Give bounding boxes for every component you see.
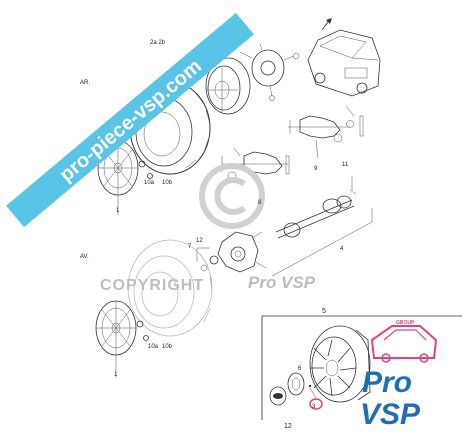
label-2a-2b: 2a 2b xyxy=(150,40,166,46)
front-hubcap xyxy=(95,300,137,378)
watermark-copyright-text: COPYRIGHT xyxy=(100,277,204,294)
label-10a-top: 10a xyxy=(144,180,155,186)
label-12-bot: 12 xyxy=(284,423,292,430)
label-10b-top: 10b xyxy=(162,180,173,186)
front-hub-knuckle xyxy=(196,231,267,273)
label-ar: AR. xyxy=(80,80,90,86)
label-1-bot: 1 xyxy=(114,372,118,378)
label-3: 3 xyxy=(312,404,316,410)
label-11: 11 xyxy=(342,162,349,168)
logo-group-text: GROUP xyxy=(396,320,415,326)
rear-wheel-nuts xyxy=(138,160,153,179)
driveshaft xyxy=(271,176,373,277)
centre-cap xyxy=(269,386,287,406)
boot-kit-rear xyxy=(288,105,364,159)
logo-pro-text: Pro xyxy=(362,366,412,399)
inset-frame xyxy=(261,315,462,420)
label-10b-bot: 10b xyxy=(162,344,173,350)
label-12-top: 12 xyxy=(196,238,203,244)
label-4: 4 xyxy=(340,246,344,252)
label-10a-bot: 10a xyxy=(148,344,159,350)
rear-rim xyxy=(205,57,251,115)
spacer-ring xyxy=(287,372,305,396)
car-illustration xyxy=(307,18,381,97)
label-8: 8 xyxy=(258,200,262,206)
copyright-watermark xyxy=(199,163,265,229)
front-tire xyxy=(127,239,213,337)
logo-vsp-text: VSP xyxy=(360,398,421,431)
label-1-top: 1 xyxy=(116,208,120,214)
front-wheel-nuts xyxy=(136,320,149,341)
pro-vsp-logo: GROUP Pro VSP xyxy=(360,320,438,431)
alloy-wheel xyxy=(309,325,371,403)
label-7: 7 xyxy=(188,244,192,250)
watermark-brand-text: Pro VSP xyxy=(248,273,316,292)
label-5: 5 xyxy=(322,308,326,315)
label-av: AV. xyxy=(80,254,89,260)
label-6: 6 xyxy=(298,366,302,372)
label-9: 9 xyxy=(314,166,318,172)
rear-hub-assembly xyxy=(239,43,300,101)
highlight-marker xyxy=(308,384,323,410)
